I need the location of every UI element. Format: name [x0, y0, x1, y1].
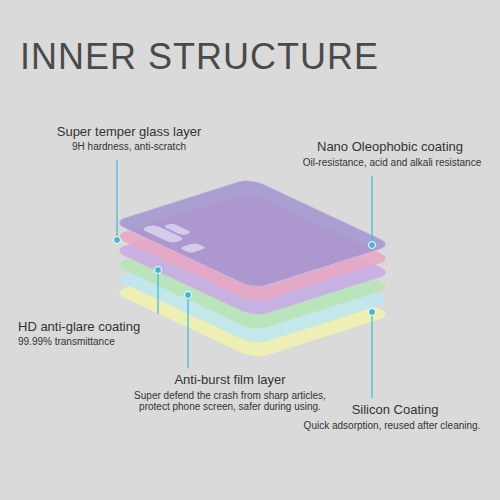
layer-name: Super temper glass layer	[44, 124, 214, 139]
layer-name: HD anti-glare coating	[18, 319, 158, 334]
layer-name: Anti-burst film layer	[130, 372, 330, 387]
leader-dots	[114, 237, 376, 316]
layer-name: Nano Oleophobic coating	[290, 139, 490, 154]
layer-detail: 9H hardness, anti-scratch	[44, 141, 214, 152]
leader-lines	[117, 160, 372, 398]
layer-detail: Super defend the crash from sharp articl…	[130, 390, 330, 412]
layer-stack	[112, 178, 393, 359]
layer-name: Silicon Coating	[300, 402, 490, 417]
layer-detail: 99.99% transmittance	[18, 336, 158, 347]
page-title: INNER STRUCTURE	[20, 36, 379, 78]
layer-detail: Oil-resistance, acid and alkali resistan…	[290, 157, 494, 168]
layer-detail: Quick adsorption, reused after cleaning.	[290, 420, 494, 431]
